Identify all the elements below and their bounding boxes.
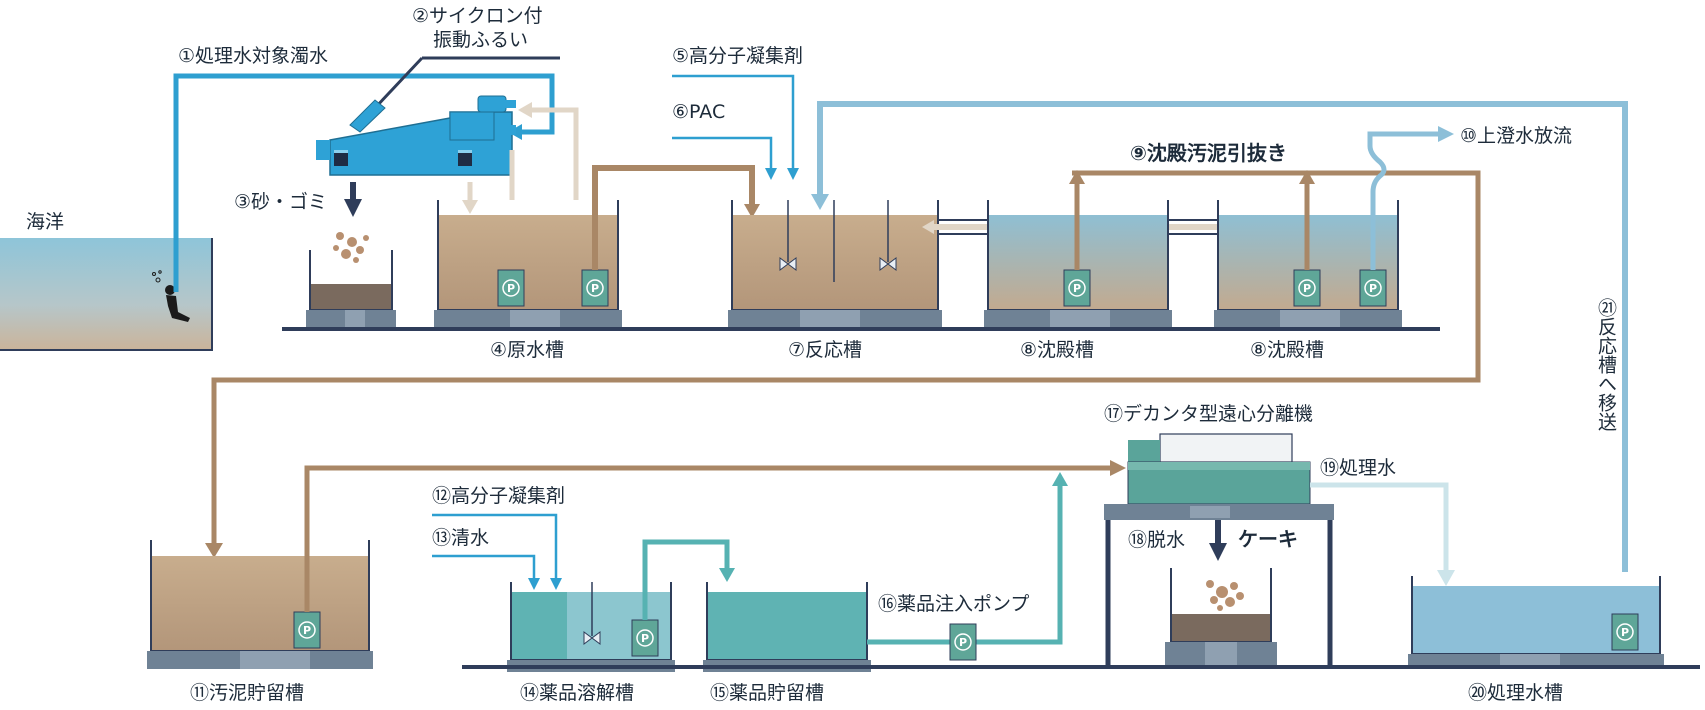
label-overflow: ⑩上澄水放流 [1460,125,1572,147]
dissolve-to-storage-pipe [642,539,735,620]
chem-injection-pipe: ⑯薬品注入ポンプ P [867,472,1068,661]
svg-text:P: P [1073,282,1081,295]
label-chem-storage: ⑮薬品貯留槽 [710,682,824,704]
raw-water-tank: ④原水槽 P P [434,200,622,361]
svg-text:㉑反応槽へ移送: ㉑反応槽へ移送 [1595,298,1617,431]
label-treated-water: ⑲処理水 [1320,457,1396,479]
label-dewater: ⑱脱水 [1128,529,1185,551]
svg-text:P: P [1303,282,1311,295]
label-cake: ケーキ [1238,527,1298,551]
diver-icon [152,270,190,322]
label-polymer2: ⑫高分子凝集剤 [432,485,565,507]
label-pac: ⑥PAC [672,101,725,123]
overflow-discharge-pipe: ⑩上澄水放流 [1367,125,1572,270]
svg-text:P: P [303,624,311,637]
label-settling-a: ⑧沈殿槽 [1020,339,1094,361]
sludge-storage-tank: ⑪汚泥貯留槽 P [147,540,373,704]
pump-icon: P [1611,613,1639,651]
chemical-feeds: ⑤高分子凝集剤 ⑥PAC [672,45,803,180]
screen-return-pipe [462,102,579,214]
cyclone-vibrating-screen: ②サイクロン付 振動ふるい [316,5,560,176]
svg-text:P: P [1369,282,1377,295]
ocean-label: 海洋 [26,211,64,233]
label-screen-1: ②サイクロン付 [412,5,543,27]
label-target-water: ①処理水対象濁水 [178,45,328,67]
dewatered-cake: ⑱脱水 ケーキ [1128,520,1298,666]
label-transfer: ㉑反応槽へ移送 [1595,298,1617,431]
svg-text:P: P [959,636,967,649]
decanter-centrifuge: ⑰デカンタ型遠心分離機 [1104,403,1334,666]
reaction-tank: ⑦反応槽 [728,200,942,361]
raw-to-reaction-pipe [592,165,760,270]
label-clean-water: ⑬清水 [432,527,489,549]
label-decanter: ⑰デカンタ型遠心分離機 [1104,403,1313,425]
transfer-to-reaction-pipe: ㉑反応槽へ移送 [811,101,1628,572]
pump-icon: P [581,269,609,307]
label-sand-trash: ③砂・ゴミ [234,191,327,213]
pump-icon: P [1063,269,1091,307]
svg-text:P: P [507,282,515,295]
pump-icon: P [497,269,525,307]
chem-storage-tank: ⑮薬品貯留槽 [703,582,871,704]
pump-icon: P [1293,269,1321,307]
label-settling-b: ⑧沈殿槽 [1250,339,1324,361]
label-chem-pump: ⑯薬品注入ポンプ [878,593,1029,615]
sand-trash-output: ③砂・ゴミ [234,182,396,328]
label-screen-2: 振動ふるい [433,29,528,51]
treated-water-pipe: ⑲処理水 [1310,457,1455,586]
svg-text:P: P [591,282,599,295]
sludge-draw-pipe: ⑨沈殿汚泥引抜き [205,141,1481,558]
pump-icon: P [631,619,659,657]
label-polymer: ⑤高分子凝集剤 [672,45,803,67]
pump-icon: P [949,623,977,661]
label-sludge-storage: ⑪汚泥貯留槽 [190,682,304,704]
svg-text:P: P [641,632,649,645]
sludge-to-decanter-pipe [304,460,1126,612]
ocean: 海洋 [0,211,213,351]
label-reaction-tank: ⑦反応槽 [788,339,862,361]
svg-text:P: P [1621,626,1629,639]
intake-pipe: ①処理水対象濁水 [173,45,555,292]
treated-water-tank: ⑳処理水槽 P [1408,576,1664,704]
tank-connectors [922,219,1234,235]
label-chem-dissolve: ⑭薬品溶解槽 [520,682,634,704]
chem-dissolve-feeds: ⑫高分子凝集剤 ⑬清水 [432,485,565,590]
chem-dissolve-tank: ⑭薬品溶解槽 P [507,582,675,704]
label-treated-tank: ⑳処理水槽 [1468,682,1563,704]
pump-icon: P [1359,269,1387,307]
label-raw-tank: ④原水槽 [490,339,564,361]
pump-icon: P [293,611,321,649]
label-sludge-draw: ⑨沈殿汚泥引抜き [1130,141,1287,165]
